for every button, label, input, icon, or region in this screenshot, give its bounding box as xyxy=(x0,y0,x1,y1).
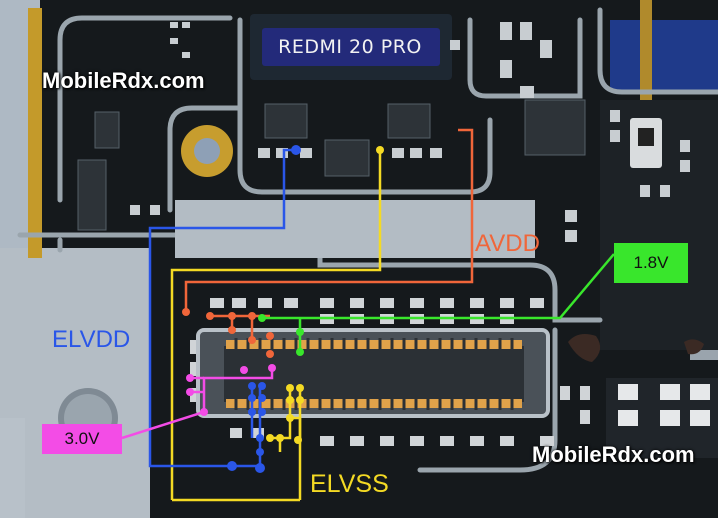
chip-marking-plate xyxy=(262,28,440,66)
blue-component xyxy=(610,20,718,90)
watermark-bottom-right: MobileRdx.com xyxy=(532,442,695,467)
elvdd-label: ELVDD xyxy=(52,326,131,353)
avdd-label: AVDD xyxy=(475,230,540,257)
voltage-tag-3v0: 3.0V xyxy=(42,424,122,454)
voltage-tag-1v8: 1.8V xyxy=(614,243,688,283)
gold-edge-left xyxy=(28,8,42,258)
chip-marking-text: REDMI 20 PRO xyxy=(278,35,422,58)
elvss-label: ELVSS xyxy=(310,470,389,498)
watermark-top-left: MobileRdx.com xyxy=(42,68,205,93)
